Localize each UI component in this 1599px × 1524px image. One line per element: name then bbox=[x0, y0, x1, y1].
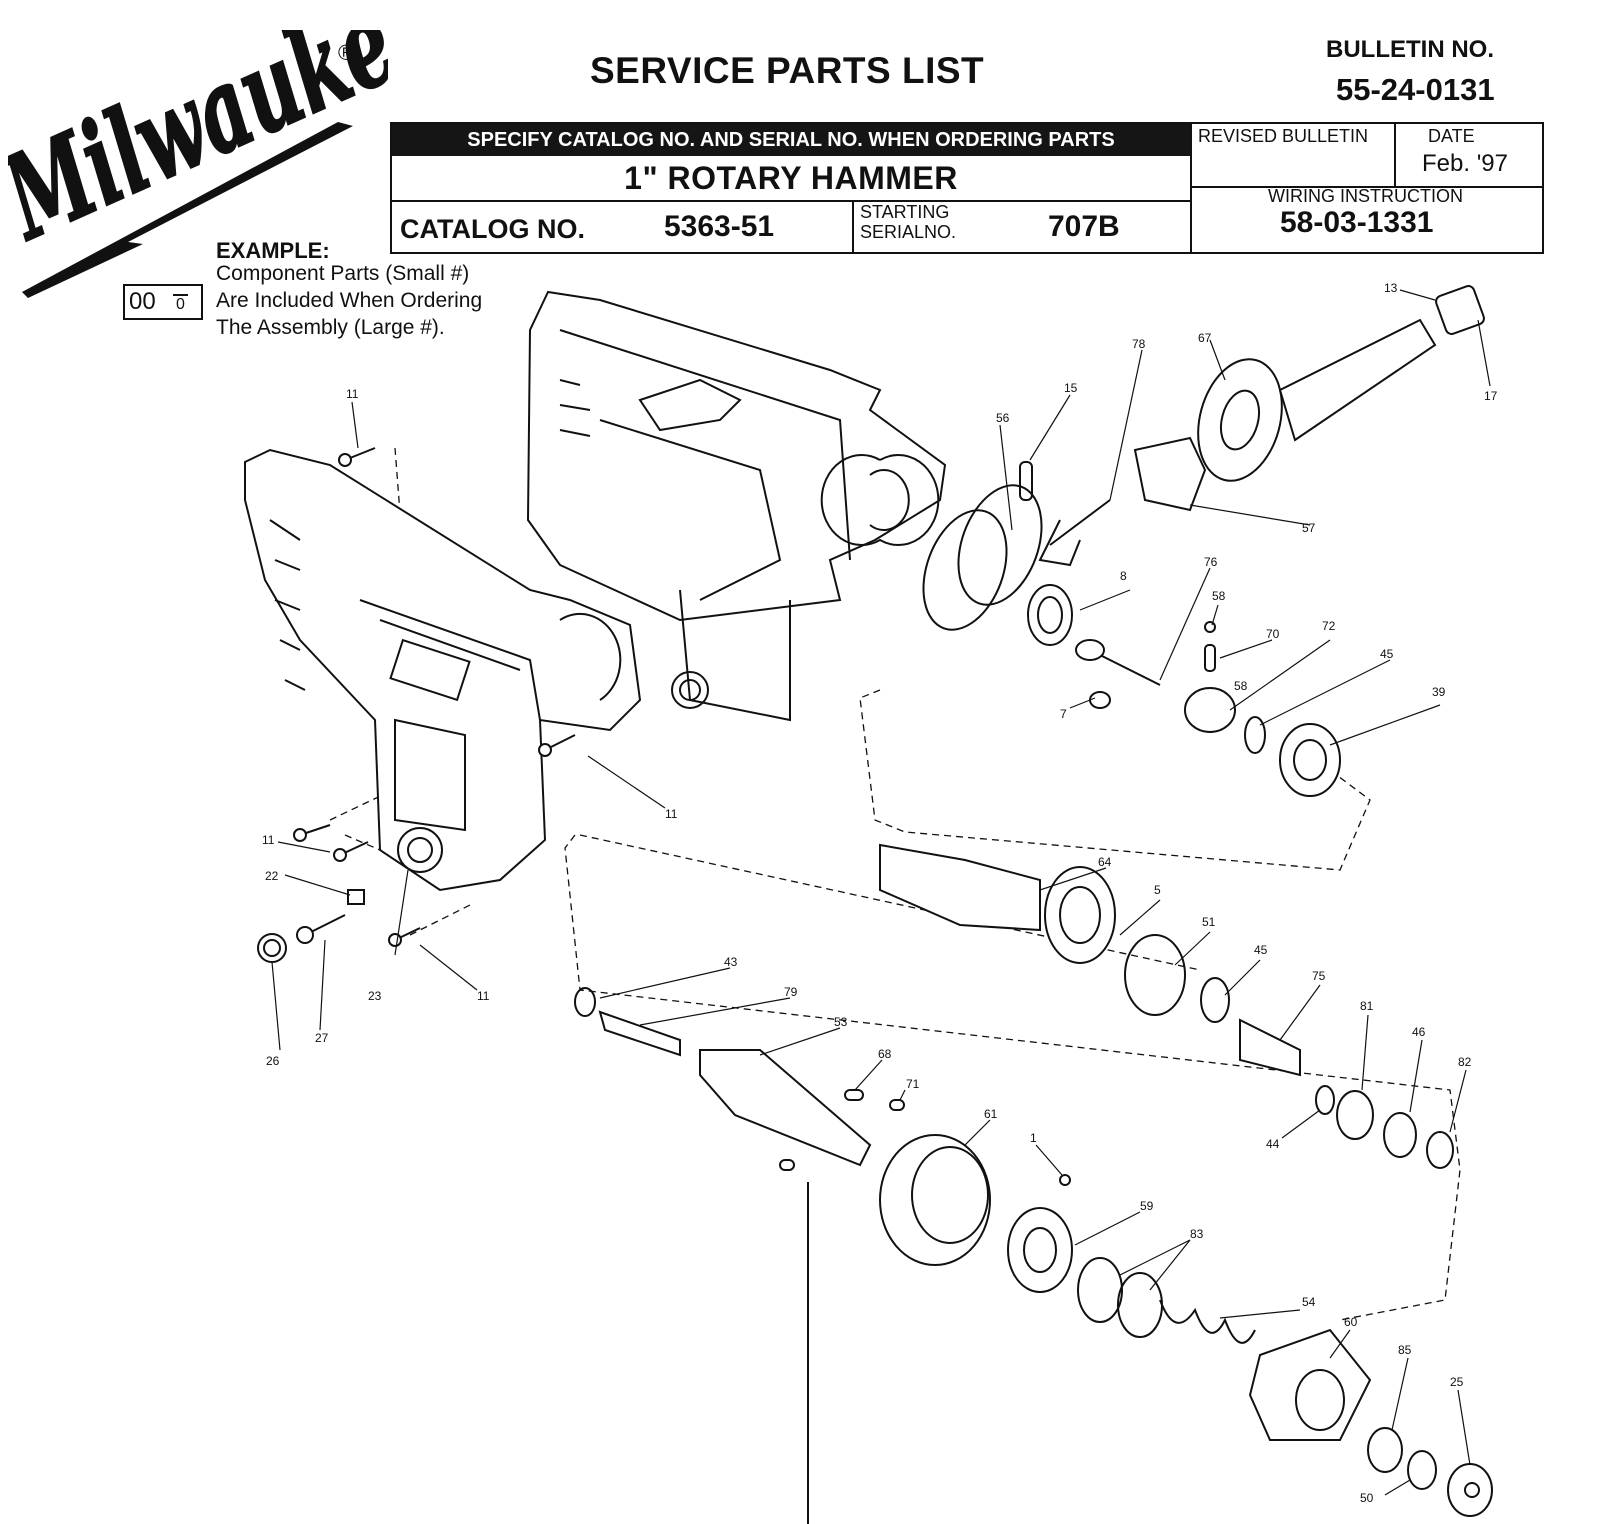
callout-53: 53 bbox=[834, 1015, 848, 1029]
serial-number: 707B bbox=[1048, 210, 1120, 243]
callout-67: 67 bbox=[1198, 331, 1212, 345]
date-label: DATE bbox=[1428, 126, 1475, 146]
callout-22: 22 bbox=[265, 869, 279, 883]
callout-51: 51 bbox=[1202, 915, 1216, 929]
callout-26: 26 bbox=[266, 1054, 280, 1068]
callout-85: 85 bbox=[1398, 1343, 1412, 1357]
callout-46: 46 bbox=[1412, 1025, 1426, 1039]
example-component-number: 0 bbox=[173, 294, 188, 314]
callout-13: 13 bbox=[1384, 281, 1398, 295]
callout-17: 17 bbox=[1484, 389, 1498, 403]
catalog-row: CATALOG NO. 5363-51 STARTING SERIALNO. 7… bbox=[392, 202, 1190, 254]
example-label: EXAMPLE: bbox=[216, 238, 330, 263]
date-value: Feb. '97 bbox=[1422, 150, 1508, 177]
catalog-label: CATALOG NO. bbox=[400, 214, 585, 244]
callout-leader-lines bbox=[271, 289, 1491, 1496]
ordering-note-bar: SPECIFY CATALOG NO. AND SERIAL NO. WHEN … bbox=[392, 124, 1190, 156]
date-divider bbox=[1394, 124, 1396, 186]
callout-11: 11 bbox=[477, 989, 490, 1003]
callout-39: 39 bbox=[1432, 685, 1446, 699]
callout-78: 78 bbox=[1132, 337, 1146, 351]
example-line-2: Are Included When Ordering bbox=[216, 289, 483, 312]
motor-housing-part bbox=[526, 290, 947, 722]
milwaukee-logo: Milwaukee ® bbox=[8, 30, 388, 298]
callout-54: 54 bbox=[1302, 1295, 1316, 1309]
callout-15: 15 bbox=[1064, 381, 1078, 395]
catalog-number: 5363-51 bbox=[664, 210, 775, 243]
callout-70: 70 bbox=[1266, 627, 1280, 641]
serial-label-line-2: SERIALNO. bbox=[860, 222, 957, 242]
callout-44: 44 bbox=[1266, 1137, 1280, 1151]
bulletin-label: BULLETIN NO. bbox=[1326, 36, 1494, 63]
callout-45: 45 bbox=[1380, 647, 1394, 661]
callout-25: 25 bbox=[1450, 1375, 1464, 1389]
callout-7: 7 bbox=[1060, 707, 1067, 721]
registered-mark: ® bbox=[338, 40, 354, 65]
callout-61: 61 bbox=[984, 1107, 998, 1121]
revised-bulletin-label: REVISED BULLETIN bbox=[1198, 126, 1369, 146]
callout-83: 83 bbox=[1190, 1227, 1204, 1241]
callout-43: 43 bbox=[724, 955, 738, 969]
callout-11: 11 bbox=[262, 833, 275, 847]
callout-82: 82 bbox=[1458, 1055, 1472, 1069]
handle-housing-part bbox=[244, 448, 642, 892]
callout-5: 5 bbox=[1154, 883, 1161, 897]
bulletin-number: 55-24-0131 bbox=[1336, 72, 1495, 107]
example-assembly-number: 00 bbox=[129, 288, 156, 315]
serial-divider bbox=[852, 202, 854, 254]
example-line-1: Component Parts (Small #) bbox=[216, 262, 470, 285]
callout-60: 60 bbox=[1344, 1315, 1358, 1329]
small-components bbox=[257, 285, 1493, 1524]
product-name: 1" ROTARY HAMMER bbox=[392, 156, 1190, 202]
callout-numbers: 11 11 11 11 22 23 27 26 13 17 67 78 15 5… bbox=[262, 281, 1498, 1505]
callout-23: 23 bbox=[368, 989, 382, 1003]
callout-11: 11 bbox=[665, 807, 678, 821]
example-key-box: 00 0 bbox=[123, 284, 203, 320]
callout-45: 45 bbox=[1254, 943, 1268, 957]
callout-8: 8 bbox=[1120, 569, 1127, 583]
logo-lightning-underline bbox=[22, 122, 353, 298]
wiring-instruction-number: 58-03-1331 bbox=[1280, 206, 1434, 239]
wiring-instruction-label: WIRING INSTRUCTION bbox=[1268, 186, 1463, 206]
callout-59: 59 bbox=[1140, 1199, 1154, 1213]
callout-72: 72 bbox=[1322, 619, 1336, 633]
example-line-3: The Assembly (Large #). bbox=[216, 316, 445, 339]
callout-64: 64 bbox=[1098, 855, 1112, 869]
callout-27: 27 bbox=[315, 1031, 329, 1045]
serial-label: STARTING SERIALNO. bbox=[860, 202, 980, 242]
page-title: SERVICE PARTS LIST bbox=[590, 50, 985, 91]
callout-1: 1 bbox=[1030, 1131, 1037, 1145]
catalog-info-table: SPECIFY CATALOG NO. AND SERIAL NO. WHEN … bbox=[390, 122, 1544, 254]
callout-57: 57 bbox=[1302, 521, 1316, 535]
callout-58: 58 bbox=[1212, 589, 1226, 603]
callout-79: 79 bbox=[784, 985, 798, 999]
callout-71: 71 bbox=[906, 1077, 920, 1091]
callout-68: 68 bbox=[878, 1047, 892, 1061]
callout-81: 81 bbox=[1360, 999, 1374, 1013]
callout-11: 11 bbox=[346, 387, 359, 401]
wiring-divider bbox=[1190, 186, 1544, 188]
callout-75: 75 bbox=[1312, 969, 1326, 983]
callout-58: 58 bbox=[1234, 679, 1248, 693]
callout-76: 76 bbox=[1204, 555, 1218, 569]
callout-56: 56 bbox=[996, 411, 1010, 425]
right-column-divider bbox=[1190, 124, 1192, 254]
callout-50: 50 bbox=[1360, 1491, 1374, 1505]
serial-label-line-1: STARTING bbox=[860, 202, 950, 222]
